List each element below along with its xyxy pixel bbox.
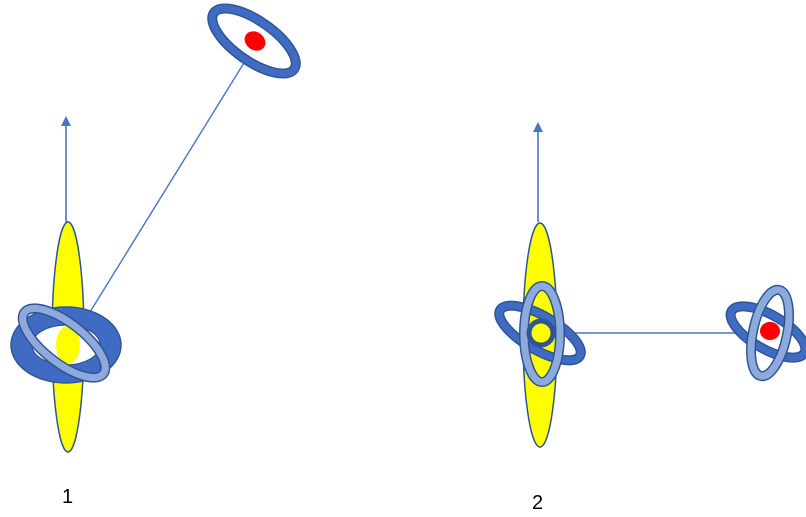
panel-2-light-ring <box>519 281 565 387</box>
panel-2-label: 2 <box>532 492 544 514</box>
panel-1-arrowhead <box>61 116 71 126</box>
panel-2-distant-light-ring <box>746 284 794 382</box>
panel-2 <box>494 122 806 448</box>
panel-2-inner-marker <box>526 318 556 348</box>
panel-1-connector-line <box>89 57 248 313</box>
panel-1-light-ring <box>17 303 111 383</box>
panel-1-red-particle <box>244 31 266 51</box>
panel-2-arrowhead <box>533 122 543 132</box>
panel-2-distant-dark-ring <box>725 301 806 363</box>
panel-2-red-particle <box>760 322 780 340</box>
panel-1 <box>10 3 301 453</box>
panel-2-dark-ring <box>494 300 586 366</box>
panel-1-distant-ring <box>207 3 301 79</box>
panel-1-label: 1 <box>62 486 74 508</box>
